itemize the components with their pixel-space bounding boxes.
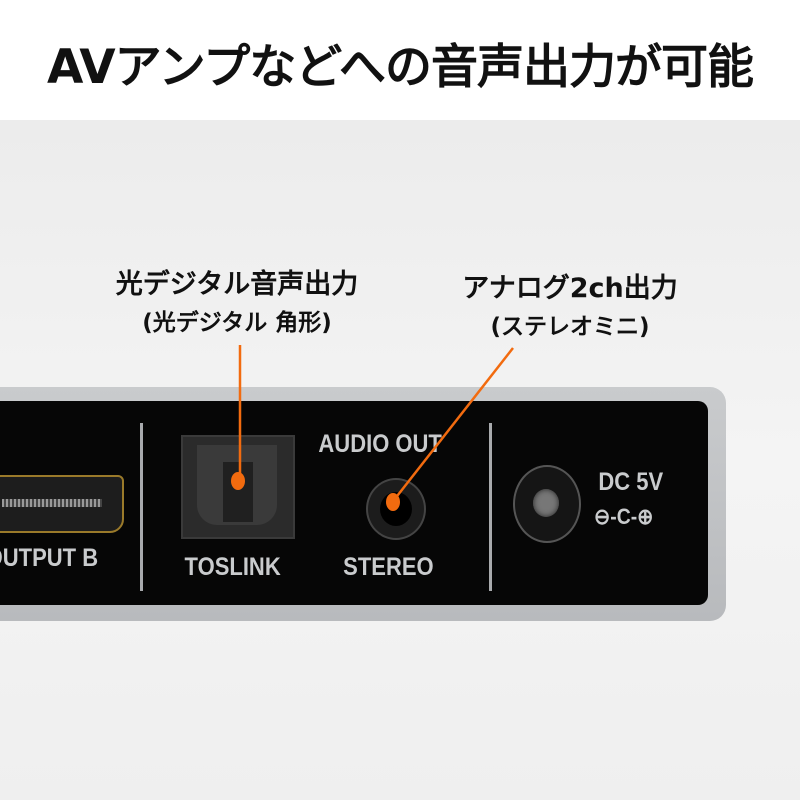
divider	[489, 423, 492, 591]
dc-power-jack	[513, 465, 581, 543]
callout-optical-title: 光デジタル音声出力	[115, 269, 359, 300]
toslink-port	[181, 435, 295, 539]
callout-dot-optical	[231, 472, 245, 490]
callout-dot-analog	[386, 493, 400, 511]
toslink-label: TOSLINK	[184, 553, 281, 581]
callout-line-analog	[393, 347, 514, 501]
polarity-symbol: ⊖-C-⊕	[594, 504, 654, 529]
audio-out-label: AUDIO OUT	[318, 430, 442, 458]
stereo-label: STEREO	[343, 553, 434, 581]
callout-analog-title: アナログ2ch出力	[462, 273, 678, 304]
callout-analog-subtitle: (ステレオミニ)	[490, 314, 650, 340]
output-b-label: OUTPUT B	[0, 544, 99, 572]
hdmi-port	[0, 475, 124, 533]
divider	[140, 423, 143, 591]
page-title: AVアンプなどへの音声出力が可能	[47, 40, 754, 95]
callout-optical: 光デジタル音声出力 (光デジタル 角形)	[87, 262, 387, 337]
header: AVアンプなどへの音声出力が可能	[0, 0, 800, 120]
callout-analog: アナログ2ch出力 (ステレオミニ)	[420, 266, 720, 341]
callout-optical-subtitle: (光デジタル 角形)	[142, 310, 332, 336]
dc-5v-label: DC 5V	[598, 468, 664, 496]
